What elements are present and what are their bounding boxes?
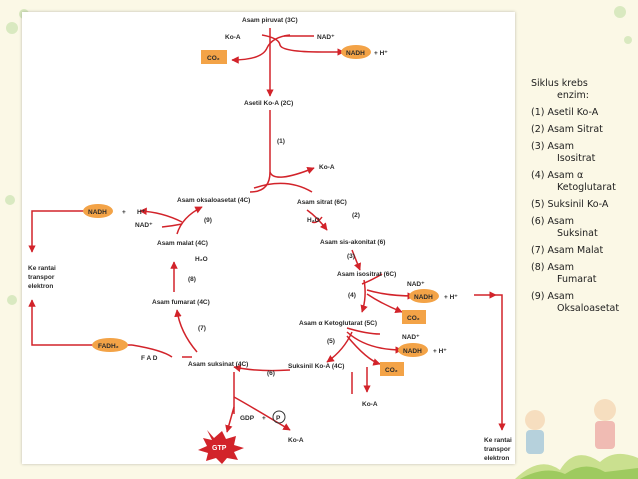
label-suksinat: Asam suksinat (4C)	[188, 361, 248, 368]
oval-nadh-5	[398, 343, 428, 357]
label-step8: (8)	[188, 276, 196, 283]
enzyme-item-label-cont: Isositrat	[557, 153, 596, 164]
label-malat: Asam malat (4C)	[157, 240, 208, 247]
label-nadh-4: NADH	[414, 294, 433, 301]
corner-flowers	[5, 6, 632, 305]
enzyme-item-label-cont: Oksaloasetat	[557, 303, 620, 314]
enzyme-item-label: (5) Suksinil Ko-A	[531, 199, 609, 210]
enzyme-item: (7) Asam Malat	[531, 245, 635, 257]
label-step7: (7)	[198, 325, 206, 332]
enzyme-item-label: (2) Asam Sitrat	[531, 124, 603, 135]
gtp-burst	[198, 430, 244, 464]
label-oksaloasetat: Asam oksaloasetat (4C)	[177, 197, 250, 204]
label-co2-4: CO₂	[407, 315, 420, 322]
label-co2-5: CO₂	[385, 367, 398, 374]
oval-fadh2	[92, 338, 128, 352]
label-rantai-bottom-1: Ke rantai	[484, 437, 512, 444]
label-step4: (4)	[348, 292, 356, 299]
enzyme-item-label: (4) Asam α	[531, 170, 584, 181]
label-koa-mid: Ko-A	[319, 164, 335, 171]
label-rantai-left-2: transpor	[28, 274, 55, 281]
label-asetil: Asetil Ko-A (2C)	[244, 100, 293, 107]
enzyme-list: Siklus krebs enzim: (1) Asetil Ko-A (2) …	[531, 78, 635, 320]
enzyme-item: (1) Asetil Ko-A	[531, 107, 635, 119]
enzyme-item-label: (8) Asam	[531, 262, 575, 273]
label-gdp: GDP	[240, 415, 255, 422]
enzyme-item: (5) Suksinil Ko-A	[531, 199, 635, 211]
label-nad-9: NAD⁺	[135, 222, 153, 229]
children-illustration	[525, 399, 616, 454]
label-step5: (5)	[327, 338, 335, 345]
label-sisakonitat: Asam sis-akonitat (6)	[320, 239, 385, 246]
enzyme-list-subtitle: enzim:	[557, 90, 589, 101]
enzyme-item-label: (3) Asam	[531, 141, 575, 152]
label-step1: (1)	[277, 138, 285, 145]
label-sitrat: Asam sitrat (6C)	[297, 199, 347, 206]
label-h-5: + H⁺	[433, 348, 447, 355]
label-p: P	[276, 415, 281, 422]
diagram-panel	[22, 12, 515, 464]
enzyme-item-label-cont: Suksinat	[557, 228, 598, 239]
label-rantai-left-1: Ke rantai	[28, 265, 56, 272]
enzyme-item-label-cont: Ketoglutarat	[557, 182, 616, 193]
enzyme-item-label: (9) Asam	[531, 291, 575, 302]
label-rantai-bottom-3: elektron	[484, 455, 509, 462]
label-nad-top: NAD⁺	[317, 34, 335, 41]
enzyme-list-title: Siklus krebs	[531, 78, 588, 89]
label-nad-4: NAD⁺	[407, 281, 425, 288]
label-rantai-left-3: elektron	[28, 283, 53, 290]
label-koa-top: Ko-A	[225, 34, 241, 41]
enzyme-item-label-cont: Fumarat	[557, 274, 597, 285]
krebs-cycle-diagram: Asam piruvat (3C) Ko-A NAD⁺ CO₂ NADH + H…	[28, 17, 512, 464]
oval-nadh-4	[409, 289, 439, 303]
label-h2o-2: H₂O	[307, 217, 320, 224]
box-co2-top	[201, 50, 227, 64]
label-fad: F A D	[141, 355, 158, 362]
label-nad-5: NAD⁺	[402, 334, 420, 341]
enzyme-item: (2) Asam Sitrat	[531, 124, 635, 136]
label-fumarat: Asam fumarat (4C)	[152, 299, 210, 306]
enzyme-item-label: (7) Asam Malat	[531, 245, 604, 256]
label-co2-top: CO₂	[207, 55, 220, 62]
label-koa-5: Ko-A	[362, 401, 378, 408]
label-h-4: + H⁺	[444, 294, 458, 301]
label-step3: (3)	[347, 253, 355, 260]
label-gtp: GTP	[212, 445, 227, 452]
box-co2-5	[380, 362, 404, 376]
label-ketoglutarat: Asam α Ketoglutarat (5C)	[299, 320, 377, 327]
box-co2-4	[402, 310, 426, 324]
label-suksinil: Suksinil Ko-A (4C)	[288, 363, 344, 370]
label-isositrat: Asam isositrat (6C)	[337, 271, 396, 278]
grass-decoration	[515, 453, 638, 479]
label-nadh-top: NADH	[346, 50, 365, 57]
label-plus-p: +	[262, 415, 266, 422]
label-h-top: + H⁺	[374, 50, 388, 57]
label-rantai-bottom-2: transpor	[484, 446, 511, 453]
oval-nadh-top	[341, 45, 371, 59]
enzyme-item-label: (1) Asetil Ko-A	[531, 107, 599, 118]
oval-nadh-9	[83, 204, 113, 218]
label-nadh-5: NADH	[403, 348, 422, 355]
label-koa-6: Ko-A	[288, 437, 304, 444]
label-h2o-8: H₂O	[195, 256, 208, 263]
enzyme-item-label: (6) Asam	[531, 216, 575, 227]
label-step9: (9)	[204, 217, 212, 224]
label-step2: (2)	[352, 212, 360, 219]
label-piruvat: Asam piruvat (3C)	[242, 17, 298, 24]
label-nadh-9: NADH	[88, 209, 107, 216]
label-step6: (6)	[267, 370, 275, 377]
phosphate-circle	[272, 410, 286, 424]
label-h-9: H⁺	[137, 209, 146, 216]
label-plus-9: +	[122, 209, 126, 216]
label-fadh2: FADH₂	[98, 343, 119, 350]
